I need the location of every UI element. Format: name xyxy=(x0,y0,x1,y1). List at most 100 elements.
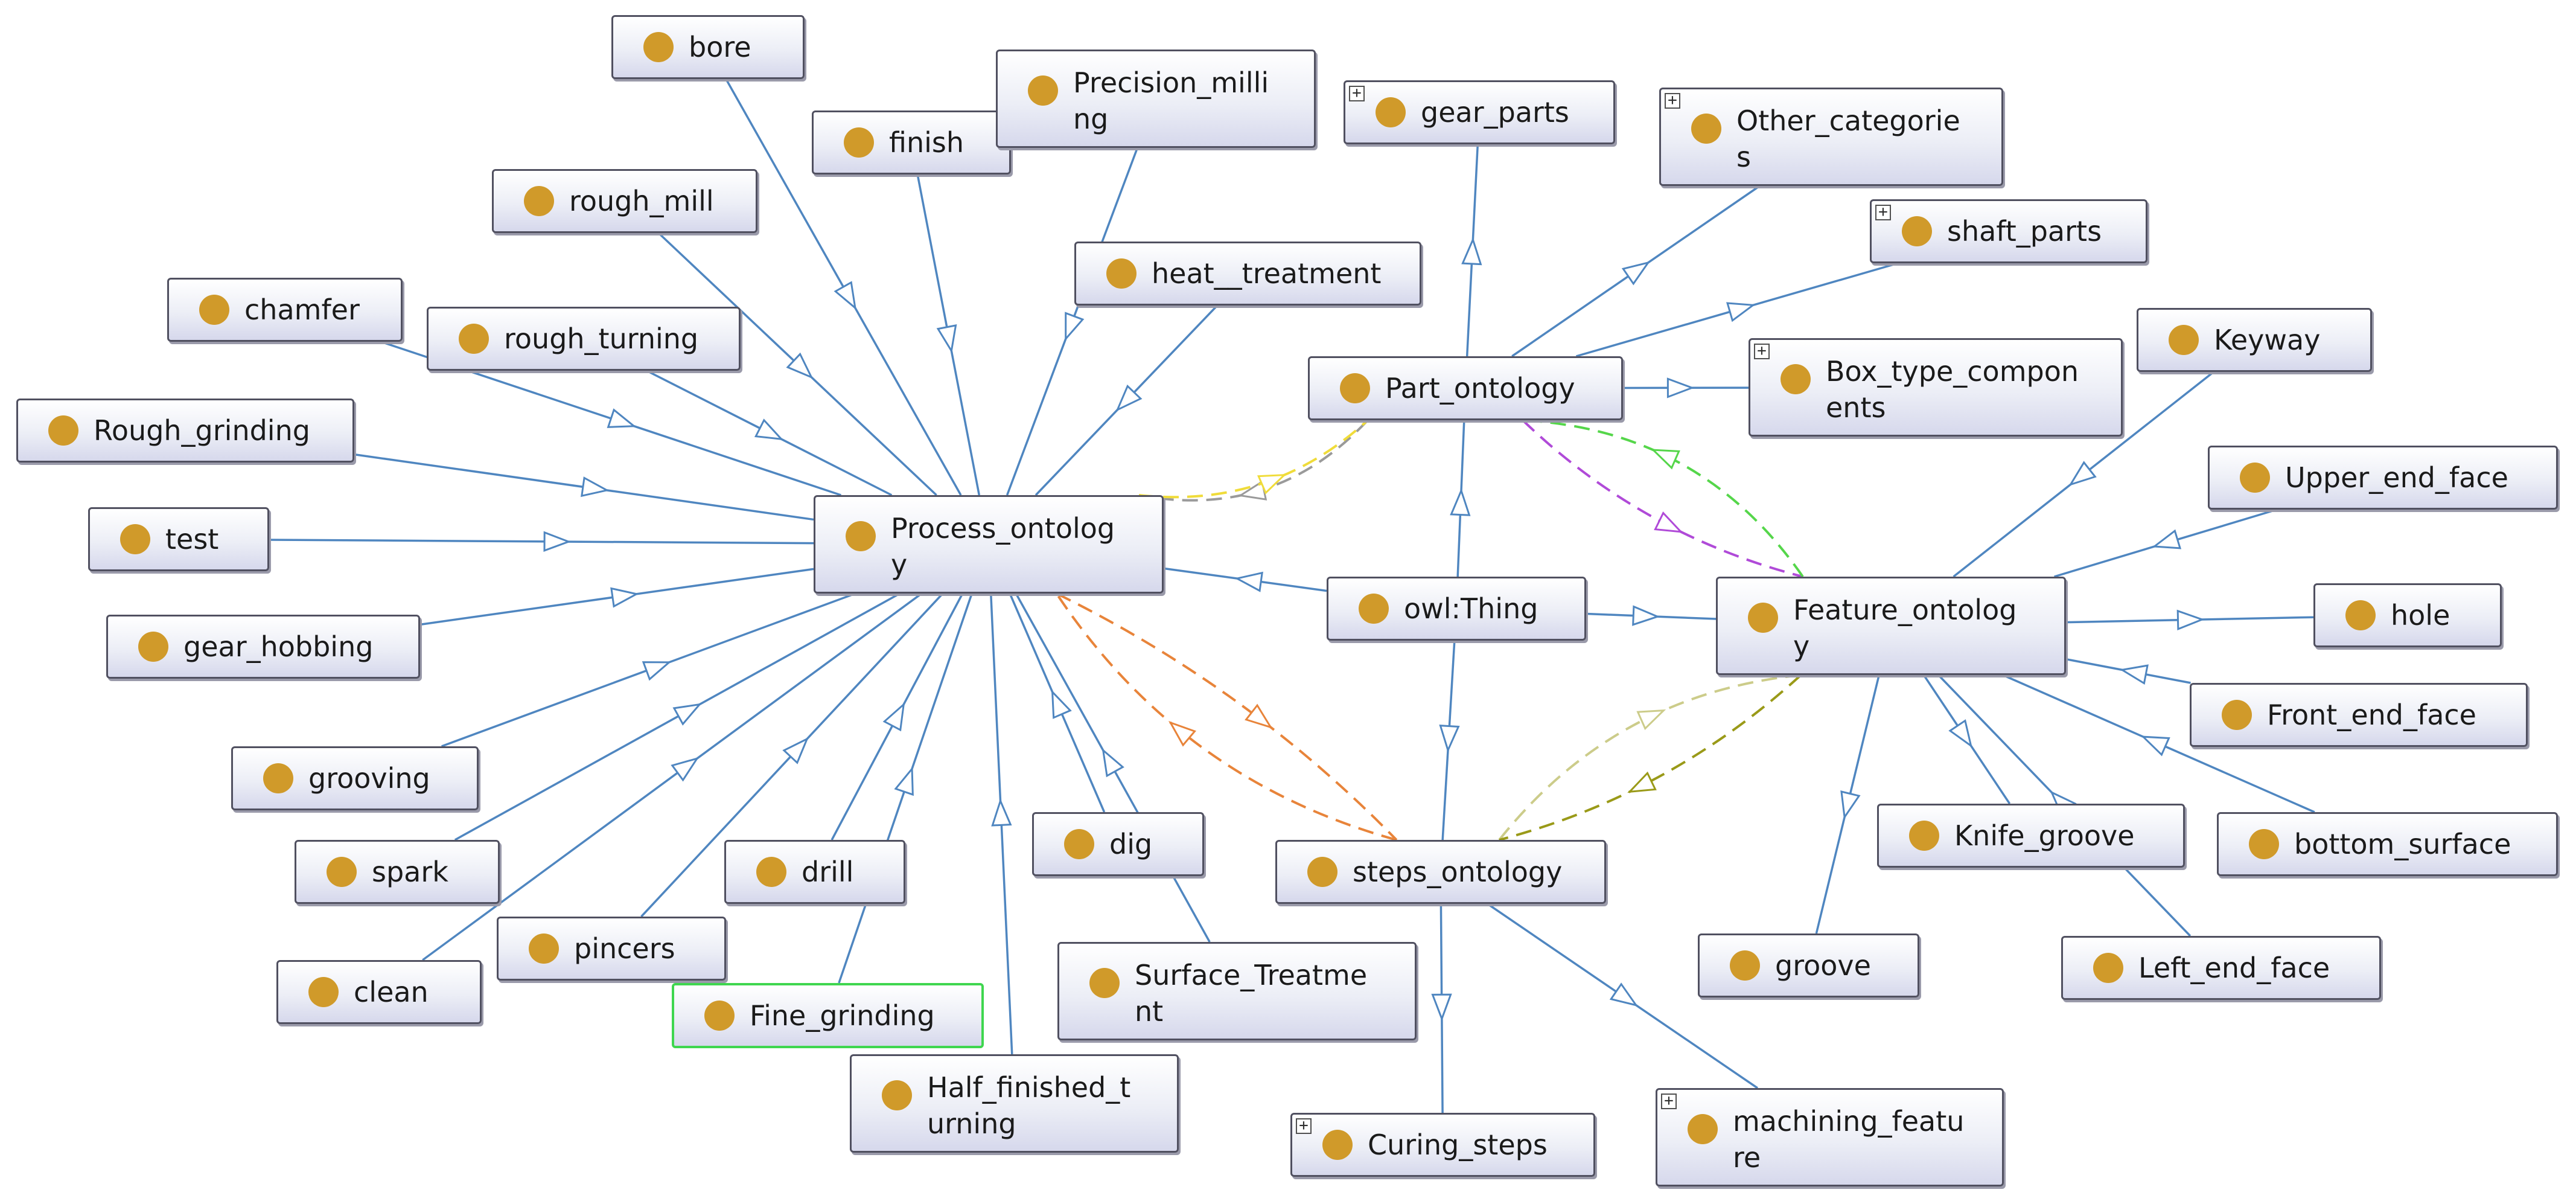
edge-dig-to-process-ontology-arrow xyxy=(1051,689,1072,719)
expand-toggle[interactable]: + xyxy=(1349,85,1365,101)
class-node-box-type-components[interactable]: + Box_type_compon ents xyxy=(1749,338,2123,437)
class-label: test xyxy=(165,523,219,556)
class-label: Process_ontolog y xyxy=(891,512,1115,581)
class-icon xyxy=(1376,97,1406,127)
expand-toggle[interactable]: + xyxy=(1665,92,1680,109)
class-node-groove[interactable]: groove xyxy=(1698,933,1919,997)
edge-upper-end-face-to-feature-ontology-arrow xyxy=(2152,529,2182,549)
class-node-feature-ontology[interactable]: Feature_ontolog y xyxy=(1716,577,2066,675)
edge-steps-ontology-to-feature-ontology xyxy=(1498,674,1802,841)
class-icon xyxy=(2345,600,2376,630)
class-node-bottom-surface[interactable]: bottom_surface xyxy=(2217,812,2558,876)
edge-part-ontology-to-feature-ontology xyxy=(1522,419,1803,578)
edge-owl-thing-to-part-ontology-arrow xyxy=(1450,488,1471,516)
edge-process-ontology-to-part-ontology-arrow xyxy=(1257,473,1287,495)
class-node-chamfer[interactable]: chamfer xyxy=(167,278,403,342)
class-node-gear-hobbing[interactable]: gear_hobbing xyxy=(106,615,420,679)
class-node-spark[interactable]: spark xyxy=(295,840,500,904)
edge-precision-milling-to-process-ontology-arrow xyxy=(1065,312,1085,342)
class-node-surface-treatment[interactable]: Surface_Treatme nt xyxy=(1057,942,1417,1040)
edge-owl-thing-to-steps-ontology-arrow xyxy=(1439,725,1460,753)
class-node-hole[interactable]: hole xyxy=(2313,583,2502,647)
edge-rough-mill-to-process-ontology-arrow xyxy=(786,352,814,379)
class-label: rough_turning xyxy=(504,322,699,355)
class-node-process-ontology[interactable]: Process_ontolog y xyxy=(814,495,1164,594)
class-icon xyxy=(199,295,229,325)
class-icon xyxy=(704,1001,735,1031)
edge-finish-to-process-ontology-arrow xyxy=(936,324,957,354)
class-icon xyxy=(1730,950,1760,981)
class-node-heat-treatment[interactable]: heat__treatment xyxy=(1074,242,1421,306)
class-label: clean xyxy=(354,976,429,1008)
class-node-drill[interactable]: drill xyxy=(724,840,905,904)
class-node-finish[interactable]: finish xyxy=(812,110,1011,175)
class-node-bore[interactable]: bore xyxy=(611,15,805,79)
edge-part-ontology-to-other-categories-arrow xyxy=(1621,261,1651,286)
edge-spark-to-process-ontology-arrow xyxy=(672,703,702,726)
class-label: Other_categorie s xyxy=(1736,104,1960,173)
class-label: Fine_grinding xyxy=(750,999,935,1032)
class-label: shaft_parts xyxy=(1947,215,2102,248)
edge-feature-ontology-to-steps-ontology-arrow xyxy=(1627,771,1657,793)
edge-chamfer-to-process-ontology-arrow xyxy=(607,408,637,428)
edge-test-to-process-ontology-arrow xyxy=(543,531,572,552)
edge-drill-to-process-ontology-arrow xyxy=(882,702,905,732)
class-label: Surface_Treatme nt xyxy=(1135,959,1368,1028)
class-node-rough-turning[interactable]: rough_turning xyxy=(427,307,741,371)
class-node-knife-groove[interactable]: Knife_groove xyxy=(1877,804,2185,868)
class-node-rough-mill[interactable]: rough_mill xyxy=(492,169,757,233)
class-icon xyxy=(1902,216,1932,246)
class-icon xyxy=(1781,364,1811,394)
edge-test-to-process-ontology xyxy=(269,539,814,545)
edge-feature-ontology-to-hole-arrow xyxy=(2176,609,2205,630)
class-node-shaft-parts[interactable]: + shaft_parts xyxy=(1870,199,2147,263)
edge-surface-treatment-to-process-ontology-arrow xyxy=(1101,748,1124,778)
expand-toggle[interactable]: + xyxy=(1296,1118,1312,1134)
class-node-grooving[interactable]: grooving xyxy=(231,746,479,810)
expand-toggle[interactable]: + xyxy=(1754,343,1770,359)
class-icon xyxy=(1307,857,1337,887)
class-icon xyxy=(844,127,874,158)
class-node-precision-milling[interactable]: Precision_milli ng xyxy=(996,50,1316,148)
class-node-test[interactable]: test xyxy=(88,507,269,571)
class-icon xyxy=(1359,594,1389,624)
edge-owl-thing-to-feature-ontology-arrow xyxy=(1632,605,1660,626)
class-node-keyway[interactable]: Keyway xyxy=(2137,308,2372,372)
expand-toggle[interactable]: + xyxy=(1875,204,1891,220)
expand-toggle[interactable]: + xyxy=(1661,1093,1677,1109)
class-node-fine-grinding[interactable]: Fine_grinding xyxy=(672,983,984,1048)
class-node-machining-feature[interactable]: + machining_featu re xyxy=(1656,1088,2004,1186)
class-node-owl-thing[interactable]: owl:Thing xyxy=(1327,577,1586,641)
class-node-curing-steps[interactable]: + Curing_steps xyxy=(1290,1113,1595,1177)
edge-part-ontology-to-shaft-parts-arrow xyxy=(1726,302,1756,322)
class-label: bottom_surface xyxy=(2294,828,2511,860)
class-node-rough-grinding[interactable]: Rough_grinding xyxy=(16,399,354,463)
class-node-left-end-face[interactable]: Left_end_face xyxy=(2061,936,2381,1000)
class-node-front-end-face[interactable]: Front_end_face xyxy=(2190,683,2528,747)
edge-steps-ontology-to-feature-ontology-arrow xyxy=(1636,709,1666,731)
class-node-dig[interactable]: dig xyxy=(1032,812,1204,876)
class-label: drill xyxy=(802,856,854,888)
class-icon xyxy=(2249,829,2279,859)
edge-fine-grinding-to-process-ontology-arrow xyxy=(894,766,914,796)
edge-rough-turning-to-process-ontology-arrow xyxy=(754,418,784,441)
edge-half-finished-turning-to-process-ontology-arrow xyxy=(991,798,1012,827)
class-icon xyxy=(1748,603,1778,633)
class-node-upper-end-face[interactable]: Upper_end_face xyxy=(2208,446,2558,510)
class-node-pincers[interactable]: pincers xyxy=(497,917,726,981)
class-icon xyxy=(308,977,339,1007)
class-icon xyxy=(1106,258,1137,289)
class-node-steps-ontology[interactable]: steps_ontology xyxy=(1275,840,1606,904)
class-label: pincers xyxy=(574,932,675,965)
class-node-half-finished-turning[interactable]: Half_finished_t urning xyxy=(850,1054,1179,1153)
edge-owl-thing-to-process-ontology-arrow xyxy=(1234,571,1263,592)
class-node-clean[interactable]: clean xyxy=(276,960,482,1024)
class-node-other-categories[interactable]: + Other_categorie s xyxy=(1659,88,2003,186)
class-label: heat__treatment xyxy=(1152,257,1382,290)
class-icon xyxy=(1909,821,1939,851)
class-icon xyxy=(138,632,168,662)
class-node-part-ontology[interactable]: Part_ontology xyxy=(1308,356,1623,420)
edge-feature-ontology-to-part-ontology xyxy=(1522,419,1804,578)
class-node-gear-parts[interactable]: + gear_parts xyxy=(1344,80,1615,144)
